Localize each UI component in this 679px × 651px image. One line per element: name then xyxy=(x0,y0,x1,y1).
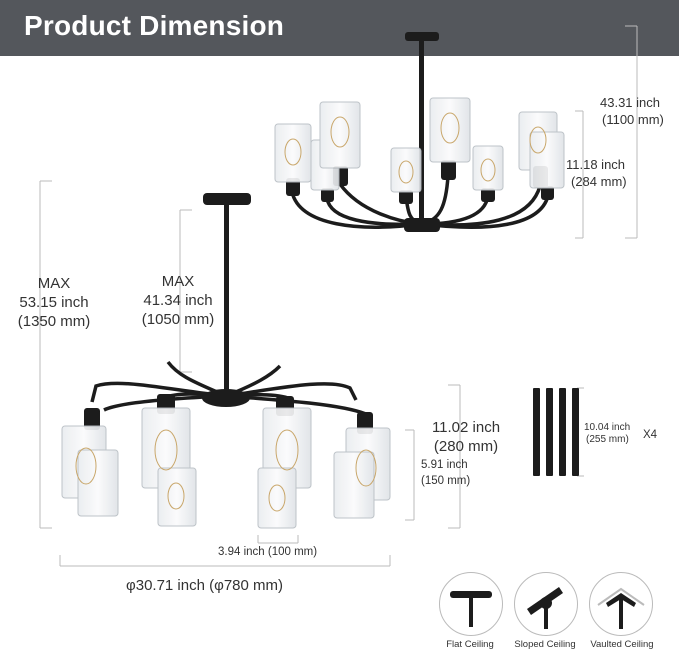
header-bar: Product Dimension xyxy=(0,0,679,56)
shade-height-inch: 5.91 inch xyxy=(421,459,468,471)
shade-height-mm: (150 mm) xyxy=(421,475,471,487)
top-shade-mm: (284 mm) xyxy=(571,174,627,189)
vaulted-ceiling-label: Vaulted Ceiling xyxy=(590,639,654,650)
flat-ceiling-label: Flat Ceiling xyxy=(446,639,494,650)
max-rod-inch: 41.34 inch xyxy=(143,292,213,309)
shade-width-label: 3.94 inch (100 mm) xyxy=(218,546,318,558)
rod-length-inch: 10.04 inch xyxy=(584,422,631,433)
top-height-inch: 43.31 inch xyxy=(600,95,660,110)
max-rod-label: MAX 41.34 inch (1050 mm) xyxy=(128,272,228,329)
body-height-mm: (280 mm) xyxy=(433,438,499,455)
page-title: Product Dimension xyxy=(24,10,285,41)
top-height-mm: (1100 mm) xyxy=(602,112,664,127)
rod-length-mm: (255 mm) xyxy=(586,434,629,445)
max-total-mm: (1350 mm) xyxy=(17,313,91,330)
main-chandelier xyxy=(61,193,391,529)
body-height-label: 11.02 inch (280 mm) xyxy=(424,418,508,456)
max-total-max: MAX xyxy=(37,275,71,292)
diameter-label: φ30.71 inch (φ780 mm) xyxy=(126,577,284,594)
max-total-label: MAX 53.15 inch (1350 mm) xyxy=(4,274,104,331)
flat-ceiling-icon xyxy=(439,572,503,636)
vaulted-ceiling-icon xyxy=(589,572,653,636)
top-shade-inch: 11.18 inch xyxy=(566,157,626,172)
body-height-inch: 11.02 inch xyxy=(431,419,501,436)
dimension-lines xyxy=(39,25,638,567)
max-rod-max: MAX xyxy=(161,273,195,290)
sloped-ceiling-label: Sloped Ceiling xyxy=(514,639,576,650)
max-total-inch: 53.15 inch xyxy=(19,294,89,311)
max-rod-mm: (1050 mm) xyxy=(141,311,215,328)
extension-rods xyxy=(533,388,579,476)
sloped-ceiling-icon xyxy=(514,572,578,636)
rod-quantity: X4 xyxy=(643,429,658,441)
top-chandelier xyxy=(274,32,565,232)
